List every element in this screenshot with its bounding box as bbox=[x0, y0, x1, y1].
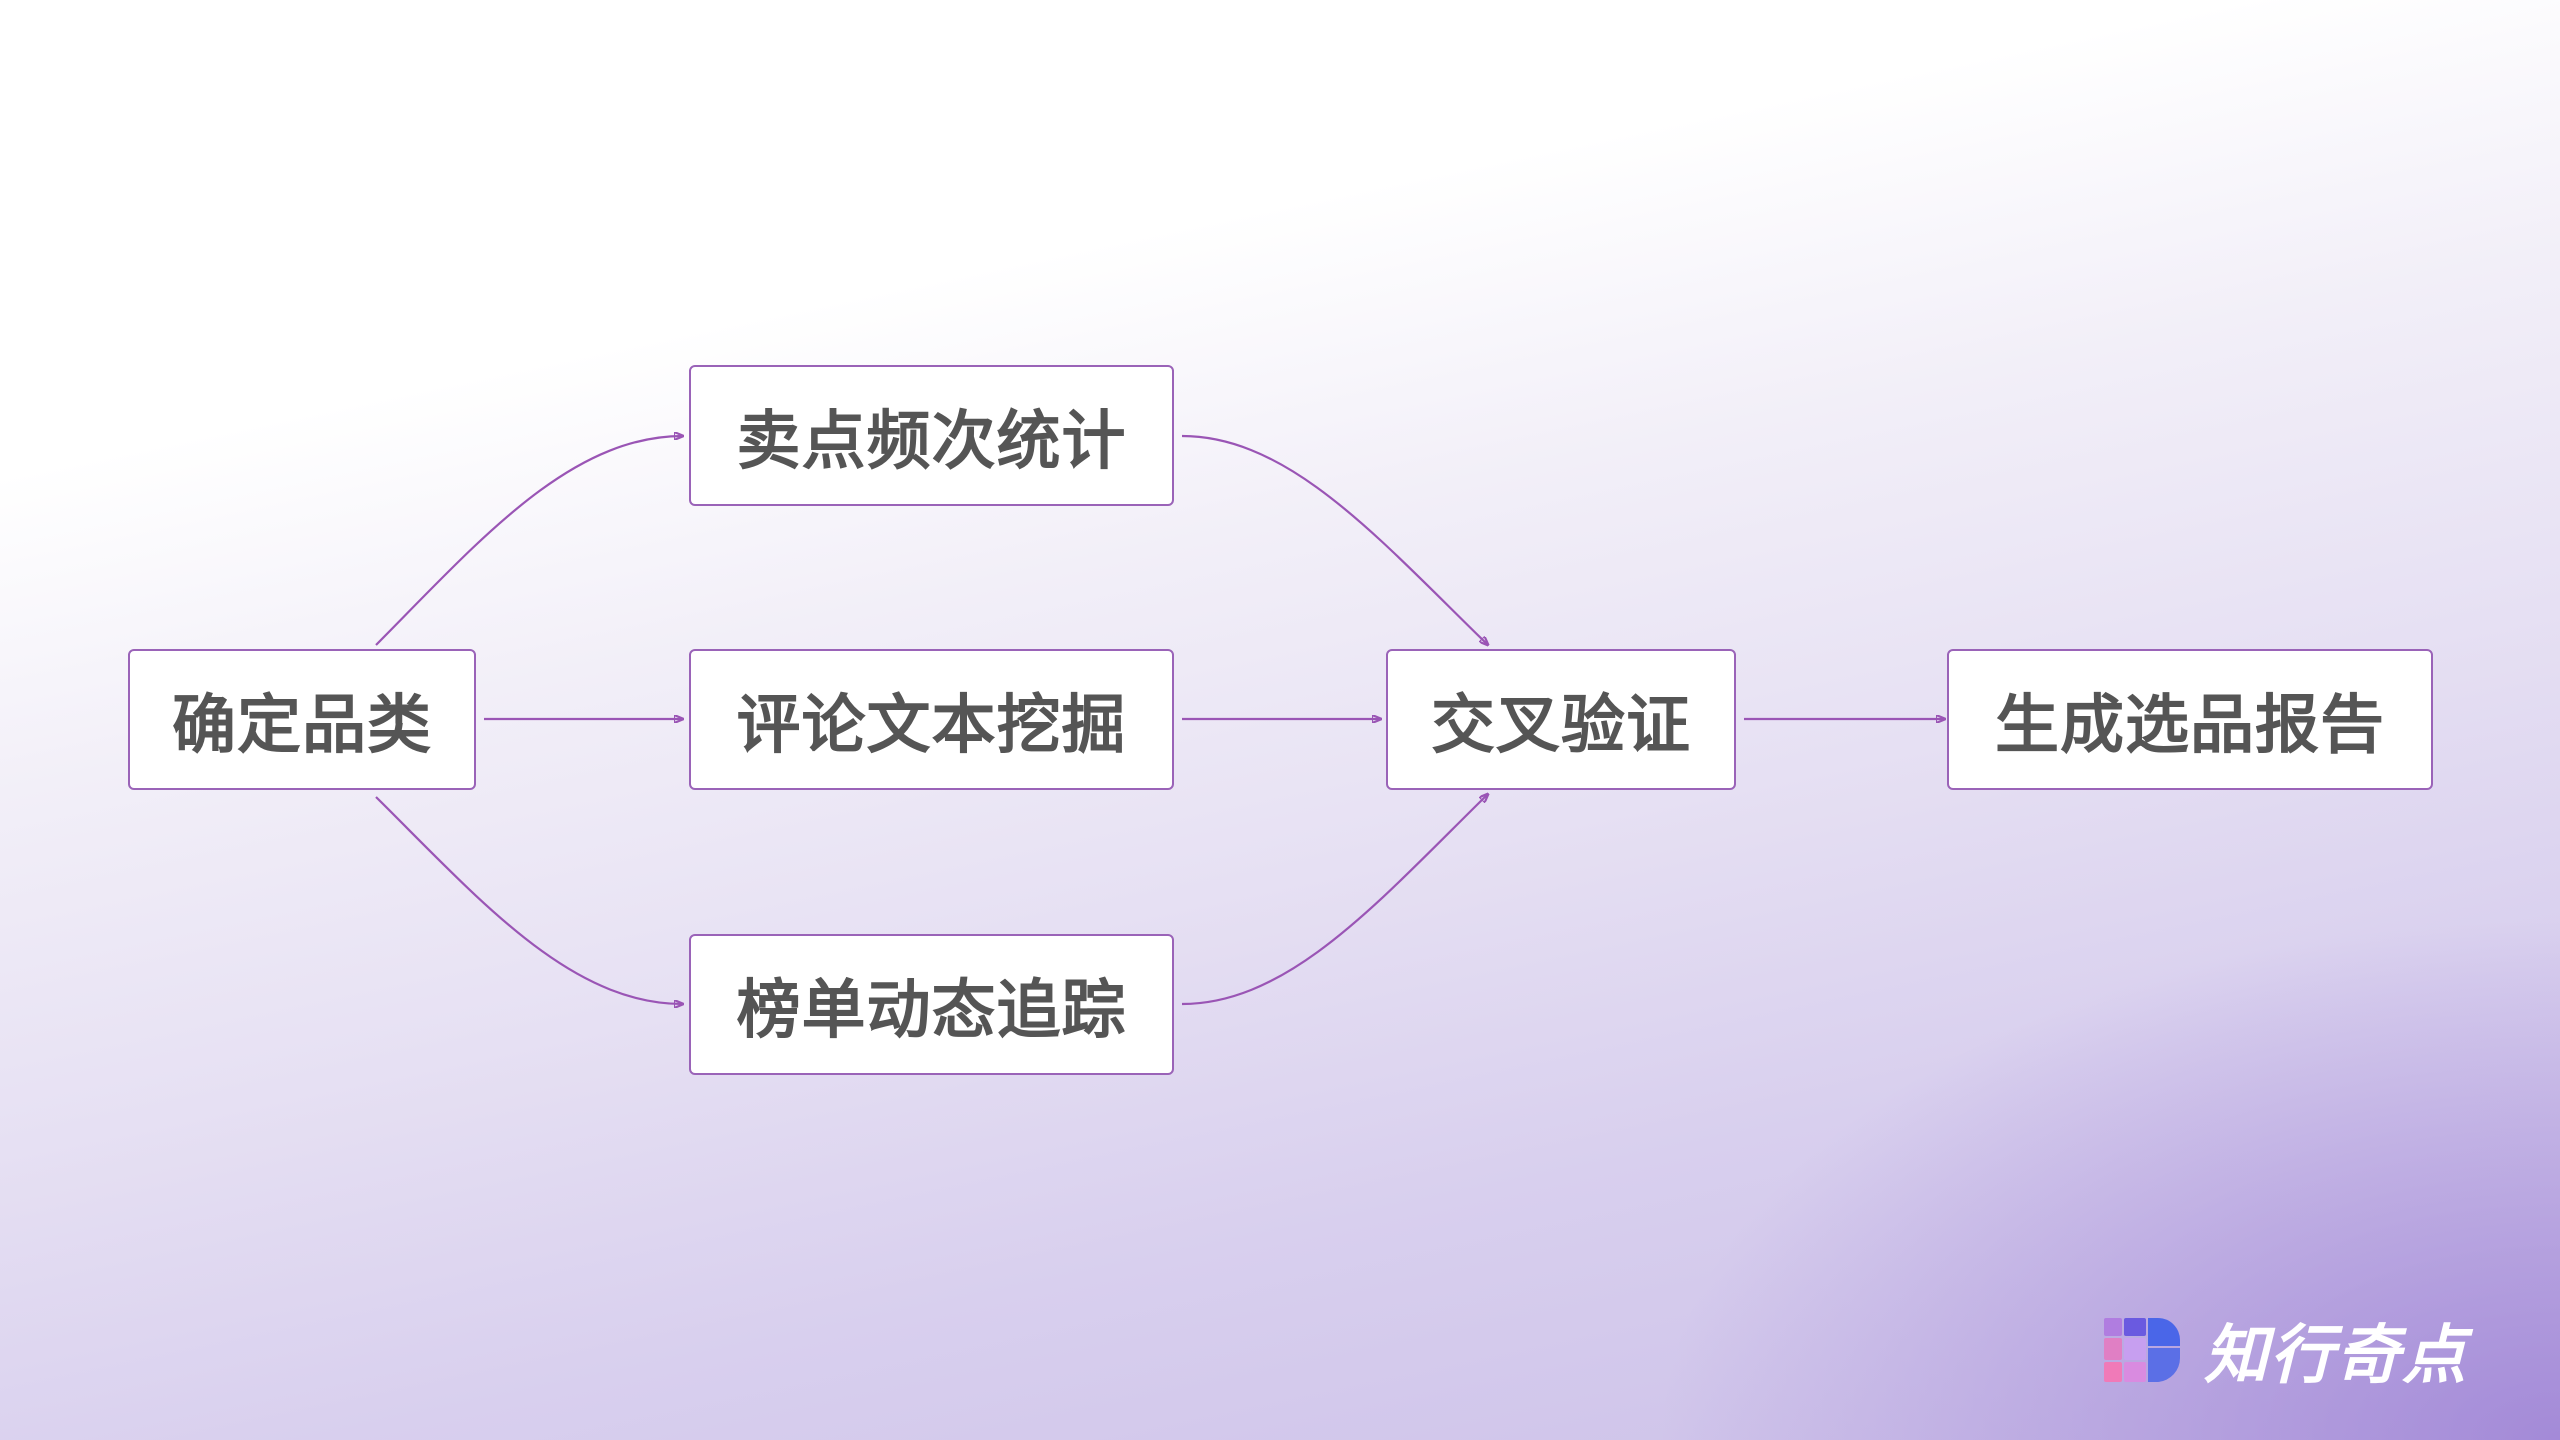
node-ranking-tracking: 榜单动态追踪 bbox=[689, 934, 1174, 1075]
node-selling-point-stats: 卖点频次统计 bbox=[689, 365, 1174, 506]
edge-selling-cross bbox=[1181, 434, 1488, 645]
node-generate-report: 生成选品报告 bbox=[1947, 649, 2433, 790]
brand-logo-icon bbox=[2104, 1318, 2180, 1382]
node-review-text-mining: 评论文本挖掘 bbox=[689, 649, 1174, 790]
edge-confirm-selling bbox=[375, 436, 683, 646]
edge-ranking-cross bbox=[1181, 794, 1488, 1006]
brand-logo: 知行奇点 bbox=[2100, 1310, 2510, 1393]
edge-confirm-ranking bbox=[375, 796, 683, 1004]
node-confirm-category: 确定品类 bbox=[128, 649, 476, 790]
brand-name: 知行奇点 bbox=[2204, 1319, 2468, 1393]
node-cross-validation: 交叉验证 bbox=[1386, 649, 1736, 790]
